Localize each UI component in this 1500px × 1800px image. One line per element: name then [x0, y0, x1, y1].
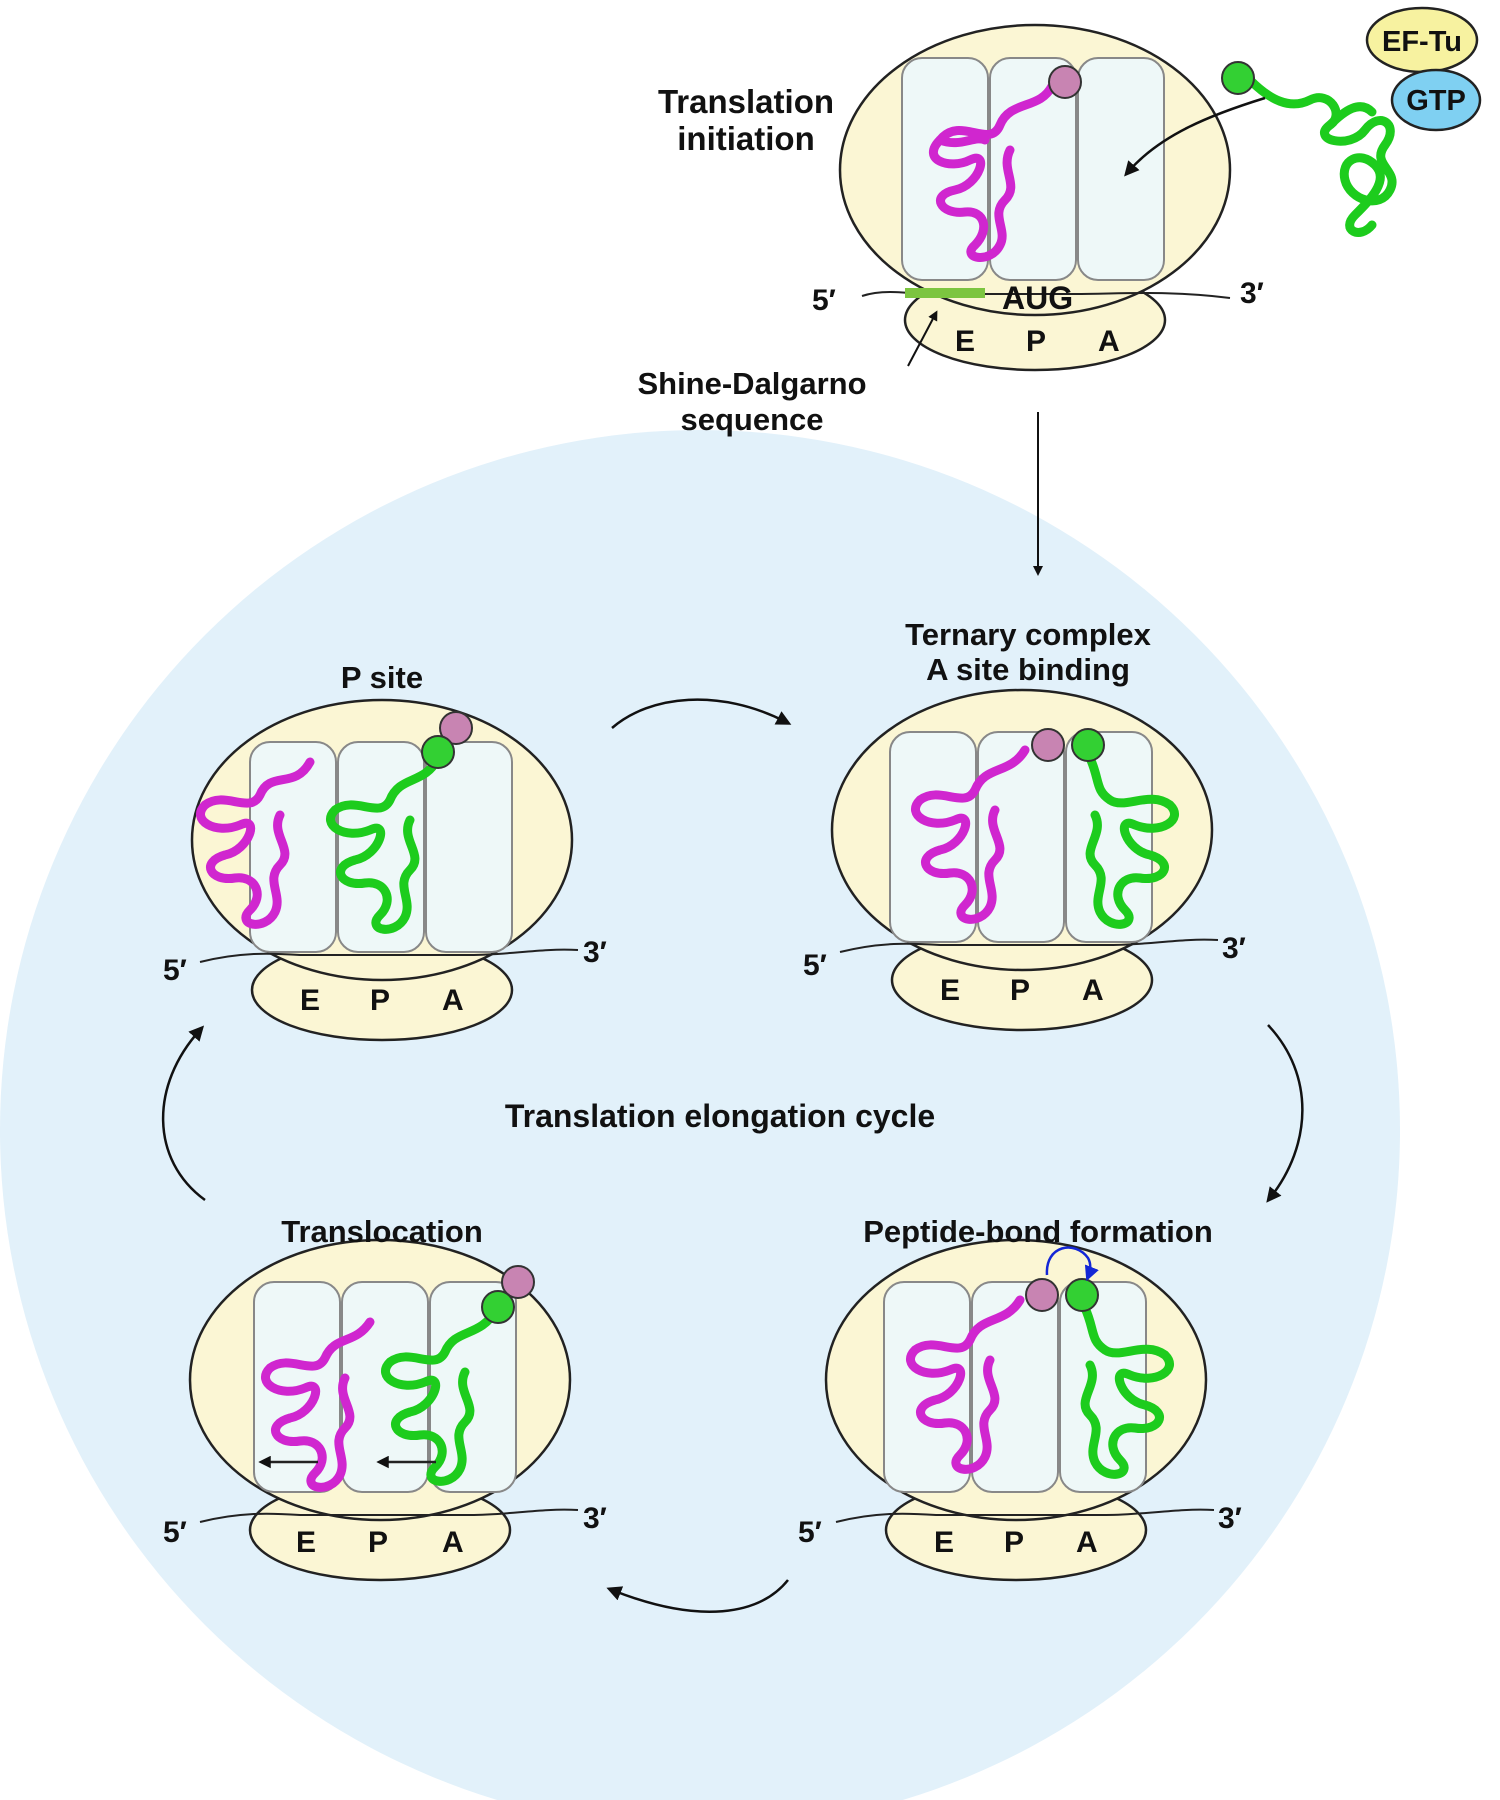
- panel-title-line1: Ternary complex: [905, 617, 1152, 652]
- site-boxes: [249, 741, 513, 953]
- site-a-label: A: [442, 984, 464, 1017]
- cycle-arrow-right: [1266, 1024, 1304, 1203]
- panel-p-site: 5′ 3′ E P A P site: [163, 660, 607, 1042]
- trna-a-site: [1085, 753, 1179, 929]
- site-e-label: E: [296, 1526, 316, 1559]
- trna-p-site: [381, 1305, 501, 1486]
- trna-e-site: [196, 757, 315, 929]
- trna-e-site: [261, 1317, 375, 1492]
- mrna-3-prime: 3′: [583, 936, 607, 969]
- peptidyl-amino-acid: [1025, 1278, 1059, 1312]
- start-codon: AUG: [1002, 280, 1073, 316]
- nascent-peptide-amino-acid: [501, 1265, 535, 1299]
- initiator-trna: [929, 81, 1057, 262]
- trna-a-site: [1080, 1303, 1174, 1479]
- shine-dalgarno-label-line1: Shine-Dalgarno: [637, 366, 866, 401]
- incoming-trna: [1245, 75, 1397, 237]
- site-a-label: A: [442, 1526, 464, 1559]
- peptidyl-amino-acid: [421, 735, 455, 769]
- mrna-strand: [199, 948, 579, 963]
- site-p-label: P: [1010, 974, 1030, 1007]
- aminoacyl-amino-acid: [1071, 728, 1105, 762]
- peptidyl-amino-acid: [1031, 728, 1065, 762]
- mrna-3-prime: 3′: [1218, 1502, 1242, 1535]
- gtp-label: GTP: [1406, 85, 1466, 117]
- cycle-arrow-bottom: [606, 1579, 789, 1613]
- elongation-cycle-title: Translation elongation cycle: [505, 1098, 935, 1134]
- mrna-5-prime: 5′: [163, 1516, 187, 1549]
- site-e-label: E: [934, 1526, 954, 1559]
- panel-translocation: 5′ 3′ E P A Translocation: [163, 1214, 607, 1582]
- mrna-5-prime: 5′: [163, 954, 187, 987]
- nascent-peptide-amino-acid: [439, 711, 473, 745]
- shine-dalgarno-pointer: [907, 310, 938, 367]
- site-boxes: [901, 57, 1165, 281]
- mrna-3-prime: 3′: [1222, 932, 1246, 965]
- peptide-transfer-arrow: [1045, 1246, 1099, 1282]
- binding-arrow: [1124, 96, 1266, 177]
- ef-tu-label: EF-Tu: [1382, 26, 1462, 58]
- site-p-label: P: [1004, 1526, 1024, 1559]
- mrna-5-prime: 5′: [812, 284, 836, 317]
- initiation-title-line2: initiation: [677, 120, 814, 157]
- mrna-strand: [199, 1508, 579, 1523]
- trna-p-site: [906, 1295, 1025, 1474]
- site-a-label: A: [1076, 1526, 1098, 1559]
- panel-title: Translocation: [281, 1214, 483, 1249]
- mrna-5-prime: 5′: [803, 949, 827, 982]
- shine-dalgarno-bar: [905, 288, 985, 298]
- cycle-arrow-left: [161, 1025, 206, 1202]
- peptidyl-amino-acid: [481, 1290, 515, 1324]
- shine-dalgarno-label-line2: sequence: [680, 402, 823, 437]
- gtp-molecule: [1390, 68, 1482, 132]
- initiation-panel: 5′ 3′ AUG E P A Translation initiation S…: [637, 6, 1482, 437]
- mrna-5-prime: 5′: [798, 1516, 822, 1549]
- site-e-label: E: [940, 974, 960, 1007]
- mrna-strand: [835, 1508, 1215, 1523]
- incoming-amino-acid: [1221, 61, 1255, 95]
- mrna-3-prime: 3′: [583, 1502, 607, 1535]
- initiator-amino-acid: [1048, 65, 1082, 99]
- site-a-label: A: [1098, 325, 1120, 358]
- mrna-strand: [839, 938, 1219, 953]
- site-p-label: P: [370, 984, 390, 1017]
- site-p-label: P: [1026, 325, 1046, 358]
- site-boxes: [889, 731, 1153, 943]
- site-boxes: [883, 1281, 1147, 1493]
- cycle-arrow-top: [611, 698, 792, 729]
- aminoacyl-amino-acid: [1065, 1278, 1099, 1312]
- panel-ternary-complex: 5′ 3′ E P A Ternary complex A site bindi…: [803, 617, 1246, 1032]
- mrna-3-prime: 3′: [1240, 277, 1264, 310]
- panel-title: Peptide-bond formation: [863, 1214, 1213, 1249]
- site-a-label: A: [1082, 974, 1104, 1007]
- panel-peptide-bond: 5′ 3′ E P A Peptide-bond formation: [798, 1214, 1242, 1582]
- site-p-label: P: [368, 1526, 388, 1559]
- panel-title: P site: [341, 660, 423, 695]
- trna-p-site: [326, 753, 443, 934]
- panel-title-line2: A site binding: [926, 652, 1130, 687]
- initiation-title-line1: Translation: [658, 83, 834, 120]
- site-e-label: E: [300, 984, 320, 1017]
- trna-p-site: [911, 745, 1030, 924]
- mrna-strand: [861, 291, 1231, 299]
- site-e-label: E: [955, 325, 975, 358]
